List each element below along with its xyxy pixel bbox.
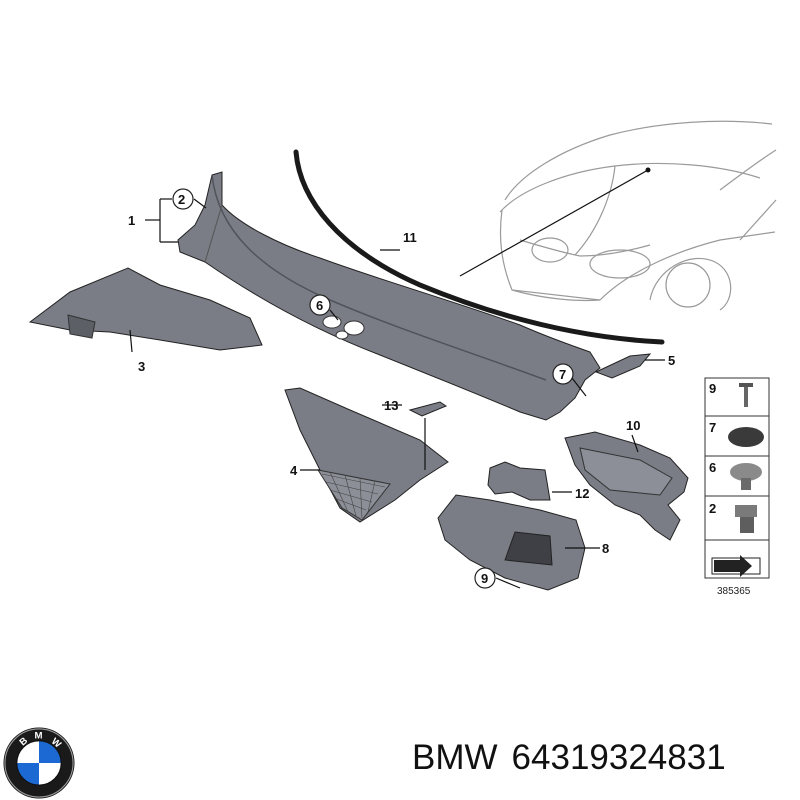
callout-9: 9 <box>481 571 488 586</box>
cowl-hole-3 <box>335 330 349 340</box>
legend-box: 9 7 6 2 <box>704 377 770 579</box>
callout-4: 4 <box>290 463 298 478</box>
bmw-logo: B M W <box>3 727 75 799</box>
callout-10: 10 <box>626 418 640 433</box>
svg-text:M: M <box>35 731 43 742</box>
hood-point <box>645 167 651 173</box>
mesh-grid-4 <box>321 471 386 519</box>
leader-lines <box>129 198 665 589</box>
clip-13 <box>408 401 448 417</box>
callout-circle-6 <box>309 294 331 316</box>
part-number: 64319324831 <box>511 738 726 777</box>
callout-12: 12 <box>575 486 589 501</box>
part-caption: BMW 64319324831 <box>412 738 740 778</box>
callout-11: 11 <box>403 230 417 245</box>
callout-6: 6 <box>316 298 323 313</box>
brand-name: BMW <box>412 738 498 777</box>
callout-5: 5 <box>668 353 675 368</box>
seal-strip-11 <box>293 149 665 345</box>
side-cover-3-detail <box>67 314 96 339</box>
legend-number-2: 2 <box>709 501 716 516</box>
cowl-panel-ridge <box>204 204 223 263</box>
duct-10-inner <box>579 447 673 496</box>
bracket-12 <box>487 461 551 501</box>
callout-3: 3 <box>138 359 145 374</box>
round-cap-icon <box>728 427 764 447</box>
mesh-area-4 <box>316 469 391 521</box>
arrow-symbol-icon <box>711 555 761 577</box>
side-cover-3 <box>28 267 263 351</box>
callout-circle-9 <box>474 567 496 589</box>
drawing-number: 385365 <box>717 586 751 597</box>
mesh-panel-4 <box>284 387 449 523</box>
expanding-rivet-icon <box>730 463 762 490</box>
callout-2: 2 <box>178 192 185 207</box>
callout-7: 7 <box>559 367 566 382</box>
legend-number-7: 7 <box>709 420 716 435</box>
pin-clip-icon <box>739 383 753 407</box>
cover-8-opening <box>504 531 553 566</box>
callout-circle-2 <box>172 188 194 210</box>
callout-8: 8 <box>602 541 609 556</box>
legend-number-6: 6 <box>709 460 716 475</box>
car-outline <box>499 120 777 311</box>
cowl-hole-2 <box>343 320 365 336</box>
callout-1: 1 <box>128 213 135 228</box>
cowl-panel-edge <box>211 174 547 381</box>
callout-13: 13 <box>384 398 398 413</box>
cowl-hole-1 <box>322 315 342 329</box>
cowl-panel-1 <box>177 171 601 421</box>
leader-11-hood <box>459 169 649 277</box>
callout-circle-7 <box>552 363 574 385</box>
clip-icon <box>735 505 757 533</box>
legend-number-9: 9 <box>709 381 716 396</box>
piece-5 <box>594 353 652 379</box>
